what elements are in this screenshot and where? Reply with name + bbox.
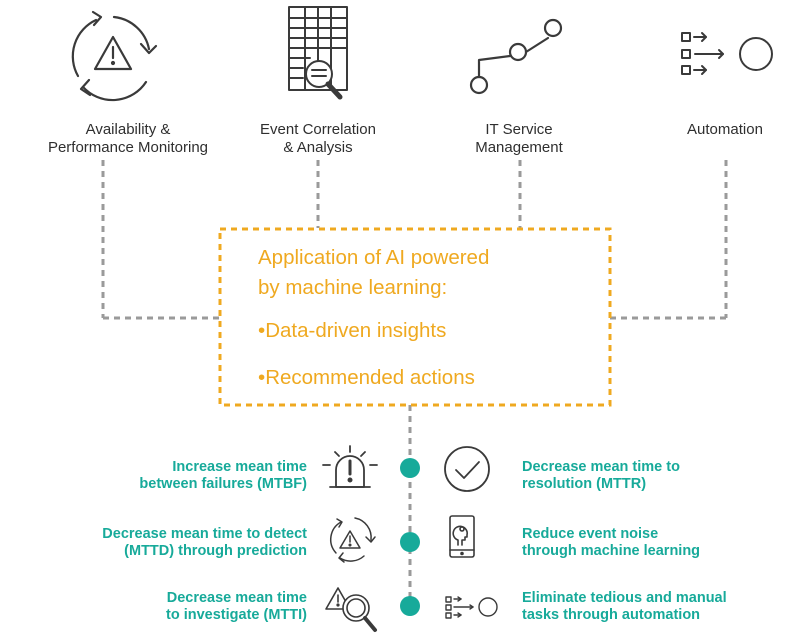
benefit-mttr: Decrease mean time to resolution (MTTR) — [522, 459, 680, 492]
benefit-mtti: Decrease mean time to investigate (MTTI) — [166, 590, 307, 623]
automation-flow-icon — [681, 32, 773, 75]
warning-cycle-icon — [71, 10, 158, 102]
label-it-service-management: IT Service Management — [434, 121, 604, 157]
spine-dot-3 — [400, 596, 420, 616]
connected-path-icon — [469, 18, 563, 95]
warning-cycle-icon — [329, 517, 376, 563]
bullet-insights-text: Data-driven insights — [265, 319, 447, 342]
document-magnifier-icon — [288, 6, 348, 100]
center-title-line2: by machine learning: — [258, 276, 448, 299]
label-automation: Automation — [640, 121, 785, 139]
alert-icon — [322, 445, 378, 488]
label-event-correlation: Event Correlation & Analysis — [233, 121, 403, 157]
center-title-line1: Application of AI powered — [258, 246, 490, 269]
connector-lines — [101, 160, 728, 612]
center-bullet-insights: •Data-driven insights — [258, 316, 446, 346]
spine-dot-1 — [400, 458, 420, 478]
benefit-mtbf: Increase mean time between failures (MTB… — [139, 459, 307, 492]
automation-flow-icon — [445, 596, 498, 619]
label-it-service-text: IT Service Management — [475, 121, 563, 156]
spine-dot-2 — [400, 532, 420, 552]
bullet-dot: • — [258, 366, 266, 389]
label-event-correlation-text: Event Correlation & Analysis — [260, 121, 376, 156]
ai-tablet-icon — [449, 515, 475, 558]
label-availability-monitoring: Availability & Performance Monitoring — [28, 121, 228, 157]
label-availability-line: Availability & Performance Monitoring — [47, 121, 209, 156]
benefit-mttd: Decrease mean time to detect (MTTD) thro… — [102, 526, 307, 559]
label-automation-text: Automation — [687, 121, 763, 138]
bullet-actions-text: Recommended actions — [265, 366, 475, 389]
center-bullet-actions: •Recommended actions — [258, 363, 475, 393]
warning-magnifier-icon — [325, 587, 377, 632]
center-box — [218, 227, 612, 407]
benefit-event-noise: Reduce event noise through machine learn… — [522, 526, 701, 559]
bullet-dot: • — [258, 319, 266, 342]
benefit-automation: Eliminate tedious and manual tasks throu… — [522, 590, 727, 623]
check-circle-icon — [444, 446, 490, 492]
